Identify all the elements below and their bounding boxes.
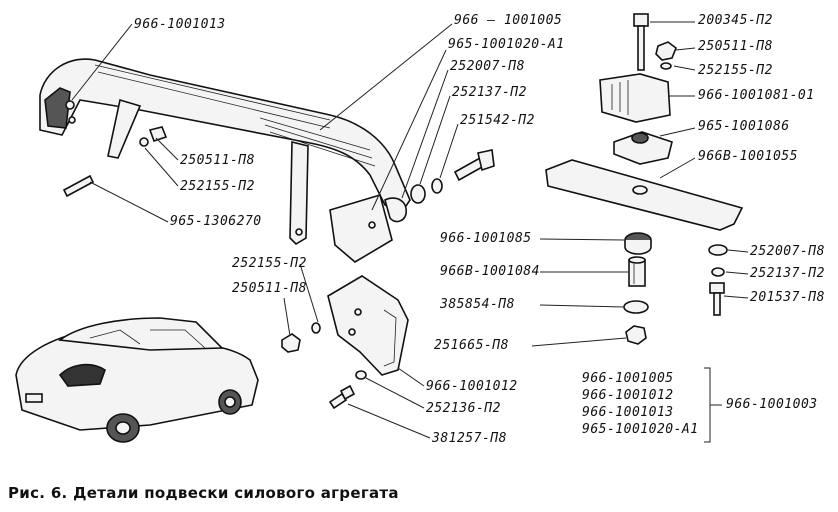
nut-250511-mid: [281, 333, 301, 353]
washer-252136: [355, 370, 367, 380]
label-252007-p8-top: 252007-П8: [450, 59, 525, 74]
sleeve-966b-1001084: [628, 256, 646, 287]
label-252155-p2-right: 252155-П2: [698, 63, 773, 78]
bracket-966-1001012: [327, 275, 409, 376]
label-966b-1001084: 966В-1001084: [440, 264, 540, 279]
label-965-1001020-a1: 965-1001020-A1: [448, 37, 565, 52]
label-965-1306270: 965-1306270: [170, 214, 262, 229]
label-385854-p8: 385854-П8: [440, 297, 515, 312]
label-966-1001012: 966-1001012: [426, 379, 518, 394]
pad-965-1001086: [613, 131, 673, 165]
assembly-item: 966-1001012: [582, 388, 674, 403]
label-250511-p8-left: 250511-П8: [180, 153, 255, 168]
label-966-1001085: 966-1001085: [440, 231, 532, 246]
assembly-result: 966-1001003: [726, 397, 818, 412]
leader-lines: [71, 21, 749, 443]
label-252155-p2-mid: 252155-П2: [232, 256, 307, 271]
label-966-1001013: 966-1001013: [134, 17, 226, 32]
label-250511-p8-right: 250511-П8: [698, 39, 773, 54]
label-252137-p2-right: 252137-П2: [750, 266, 825, 281]
bracket-left: [107, 98, 142, 159]
label-252136-p2: 252136-П2: [426, 401, 501, 416]
label-381257-p8: 381257-П8: [432, 431, 507, 446]
label-252007-p8-right: 252007-П8: [750, 244, 825, 259]
label-966b-1001055: 966В-1001055: [698, 149, 798, 164]
washer-252155-left: [139, 137, 149, 147]
car-illustration: [15, 317, 259, 443]
label-200345-p2: 200345-П2: [698, 13, 773, 28]
bolt-381257: [328, 384, 356, 410]
bolt-200345: [633, 13, 649, 71]
nut-250511-left: [148, 126, 168, 143]
bracket-965-1001020: [329, 193, 407, 263]
label-965-1001086: 965-1001086: [698, 119, 790, 134]
assembly-item: 965-1001020-A1: [582, 422, 699, 437]
label-251665-p8: 251665-П8: [434, 338, 509, 353]
washer-252137-right: [711, 267, 725, 277]
label-252155-p2-left: 252155-П2: [180, 179, 255, 194]
label-201537-p8: 201537-П8: [750, 290, 825, 305]
bushing-966-1001085: [624, 232, 652, 255]
bracket-center: [289, 140, 309, 246]
assembly-item: 966-1001005: [582, 371, 674, 386]
washer-252007: [410, 184, 426, 204]
crossmember-beam: [39, 58, 411, 217]
label-250511-p8-mid: 250511-П8: [232, 281, 307, 296]
screw-965-1306270: [62, 174, 95, 198]
bolt-251542: [453, 149, 495, 182]
nut-251665: [625, 325, 647, 345]
label-252137-p2-top: 252137-П2: [452, 85, 527, 100]
washer-385854: [623, 300, 649, 314]
washer-252137: [431, 178, 443, 194]
bolt-201537: [709, 282, 725, 316]
washer-252155-mid: [311, 322, 321, 334]
washer-252155-right: [660, 62, 672, 70]
nut-250511-right: [655, 41, 677, 61]
label-251542-p2: 251542-П2: [460, 113, 535, 128]
assembly-item: 966-1001013: [582, 405, 674, 420]
label-966-1001005: 966 — 1001005: [454, 13, 563, 28]
bracket-966-1001081: [599, 73, 671, 123]
figure-caption: Рис. 6. Детали подвески силового агрегат…: [8, 484, 399, 502]
plate-966b-1001055: [545, 159, 744, 231]
washer-252007-right: [708, 244, 728, 256]
label-966-1001081-01: 966-1001081-01: [698, 88, 815, 103]
